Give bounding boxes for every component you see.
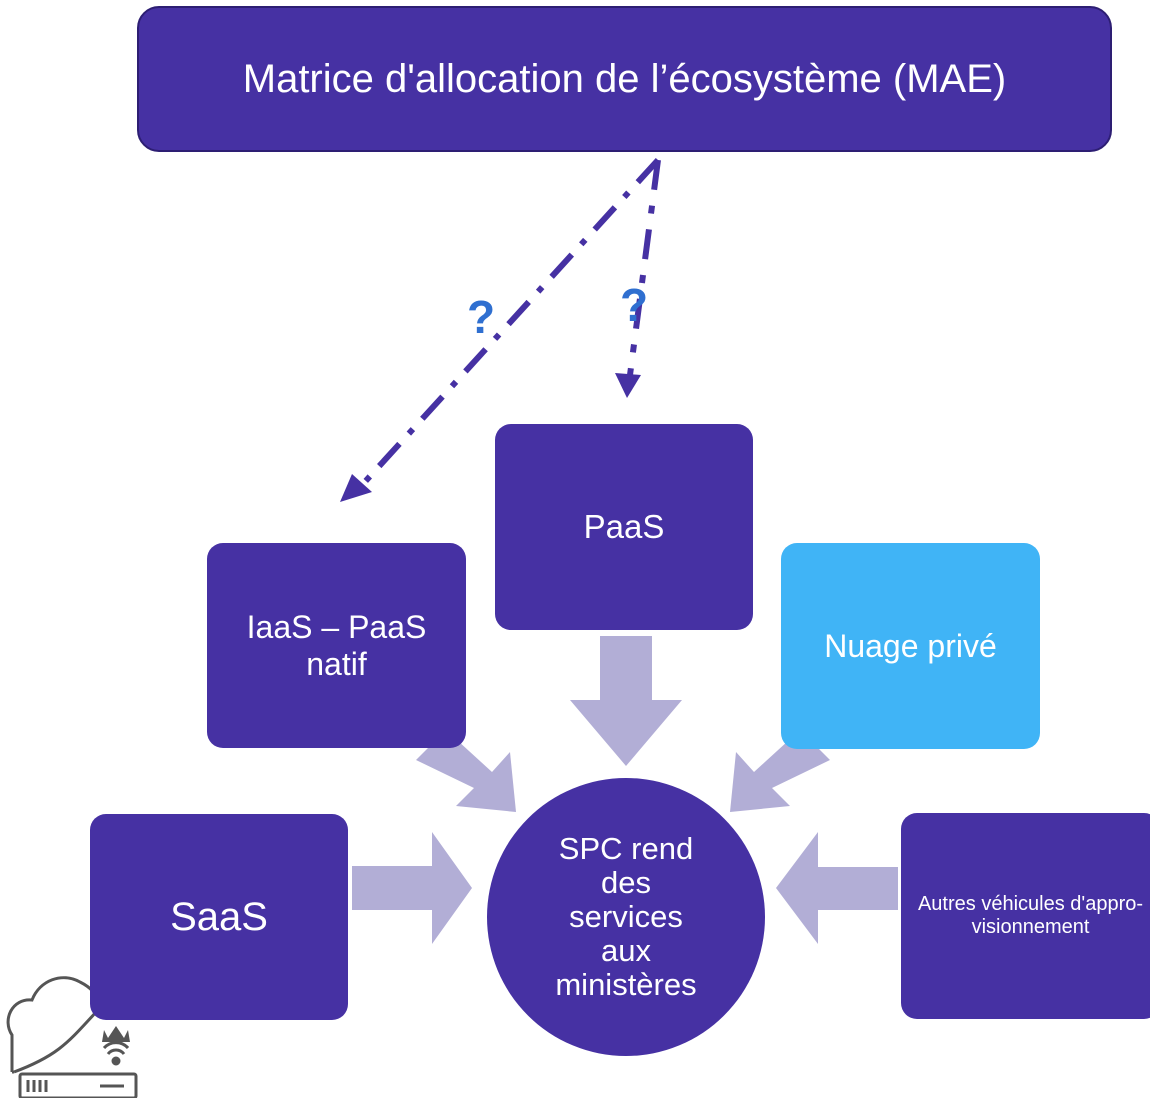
center-node: SPC rend des services aux ministères — [487, 778, 765, 1056]
center-node-label: SPC rend des services aux ministères — [555, 831, 697, 1002]
block-arrow-paas — [570, 636, 682, 766]
node-iaas-paas-natif: IaaS – PaaS natif — [207, 543, 466, 748]
node-paas: PaaS — [495, 424, 753, 630]
block-arrow-saas — [352, 832, 472, 944]
title-box: Matrice d'allocation de l’écosystème (MA… — [137, 6, 1112, 152]
block-arrow-iaas — [416, 730, 516, 812]
dashed-arrow-to-paas — [627, 159, 661, 376]
dashed-arrow-to-iaas — [359, 157, 661, 488]
arrowhead-paas — [615, 373, 641, 398]
block-arrow-nuage — [730, 730, 830, 812]
node-paas-label: PaaS — [583, 508, 665, 545]
question-mark-left: ? — [467, 291, 496, 343]
node-iaas-label: IaaS – PaaS natif — [246, 608, 427, 682]
question-mark-right: ? — [620, 279, 649, 331]
node-nuage-prive: Nuage privé — [781, 543, 1040, 749]
cloud-server-icon — [6, 976, 138, 1098]
node-nuage-label: Nuage privé — [824, 627, 997, 664]
node-saas: SaaS — [90, 814, 348, 1020]
node-autres-vehicules: Autres véhicules d'appro-visionnement — [901, 813, 1150, 1019]
node-saas-label: SaaS — [170, 894, 268, 939]
block-arrow-autres — [776, 832, 898, 944]
node-autres-label: Autres véhicules d'appro-visionnement — [917, 893, 1144, 938]
title-text: Matrice d'allocation de l’écosystème (MA… — [242, 56, 1007, 101]
arrowhead-iaas — [340, 474, 372, 502]
